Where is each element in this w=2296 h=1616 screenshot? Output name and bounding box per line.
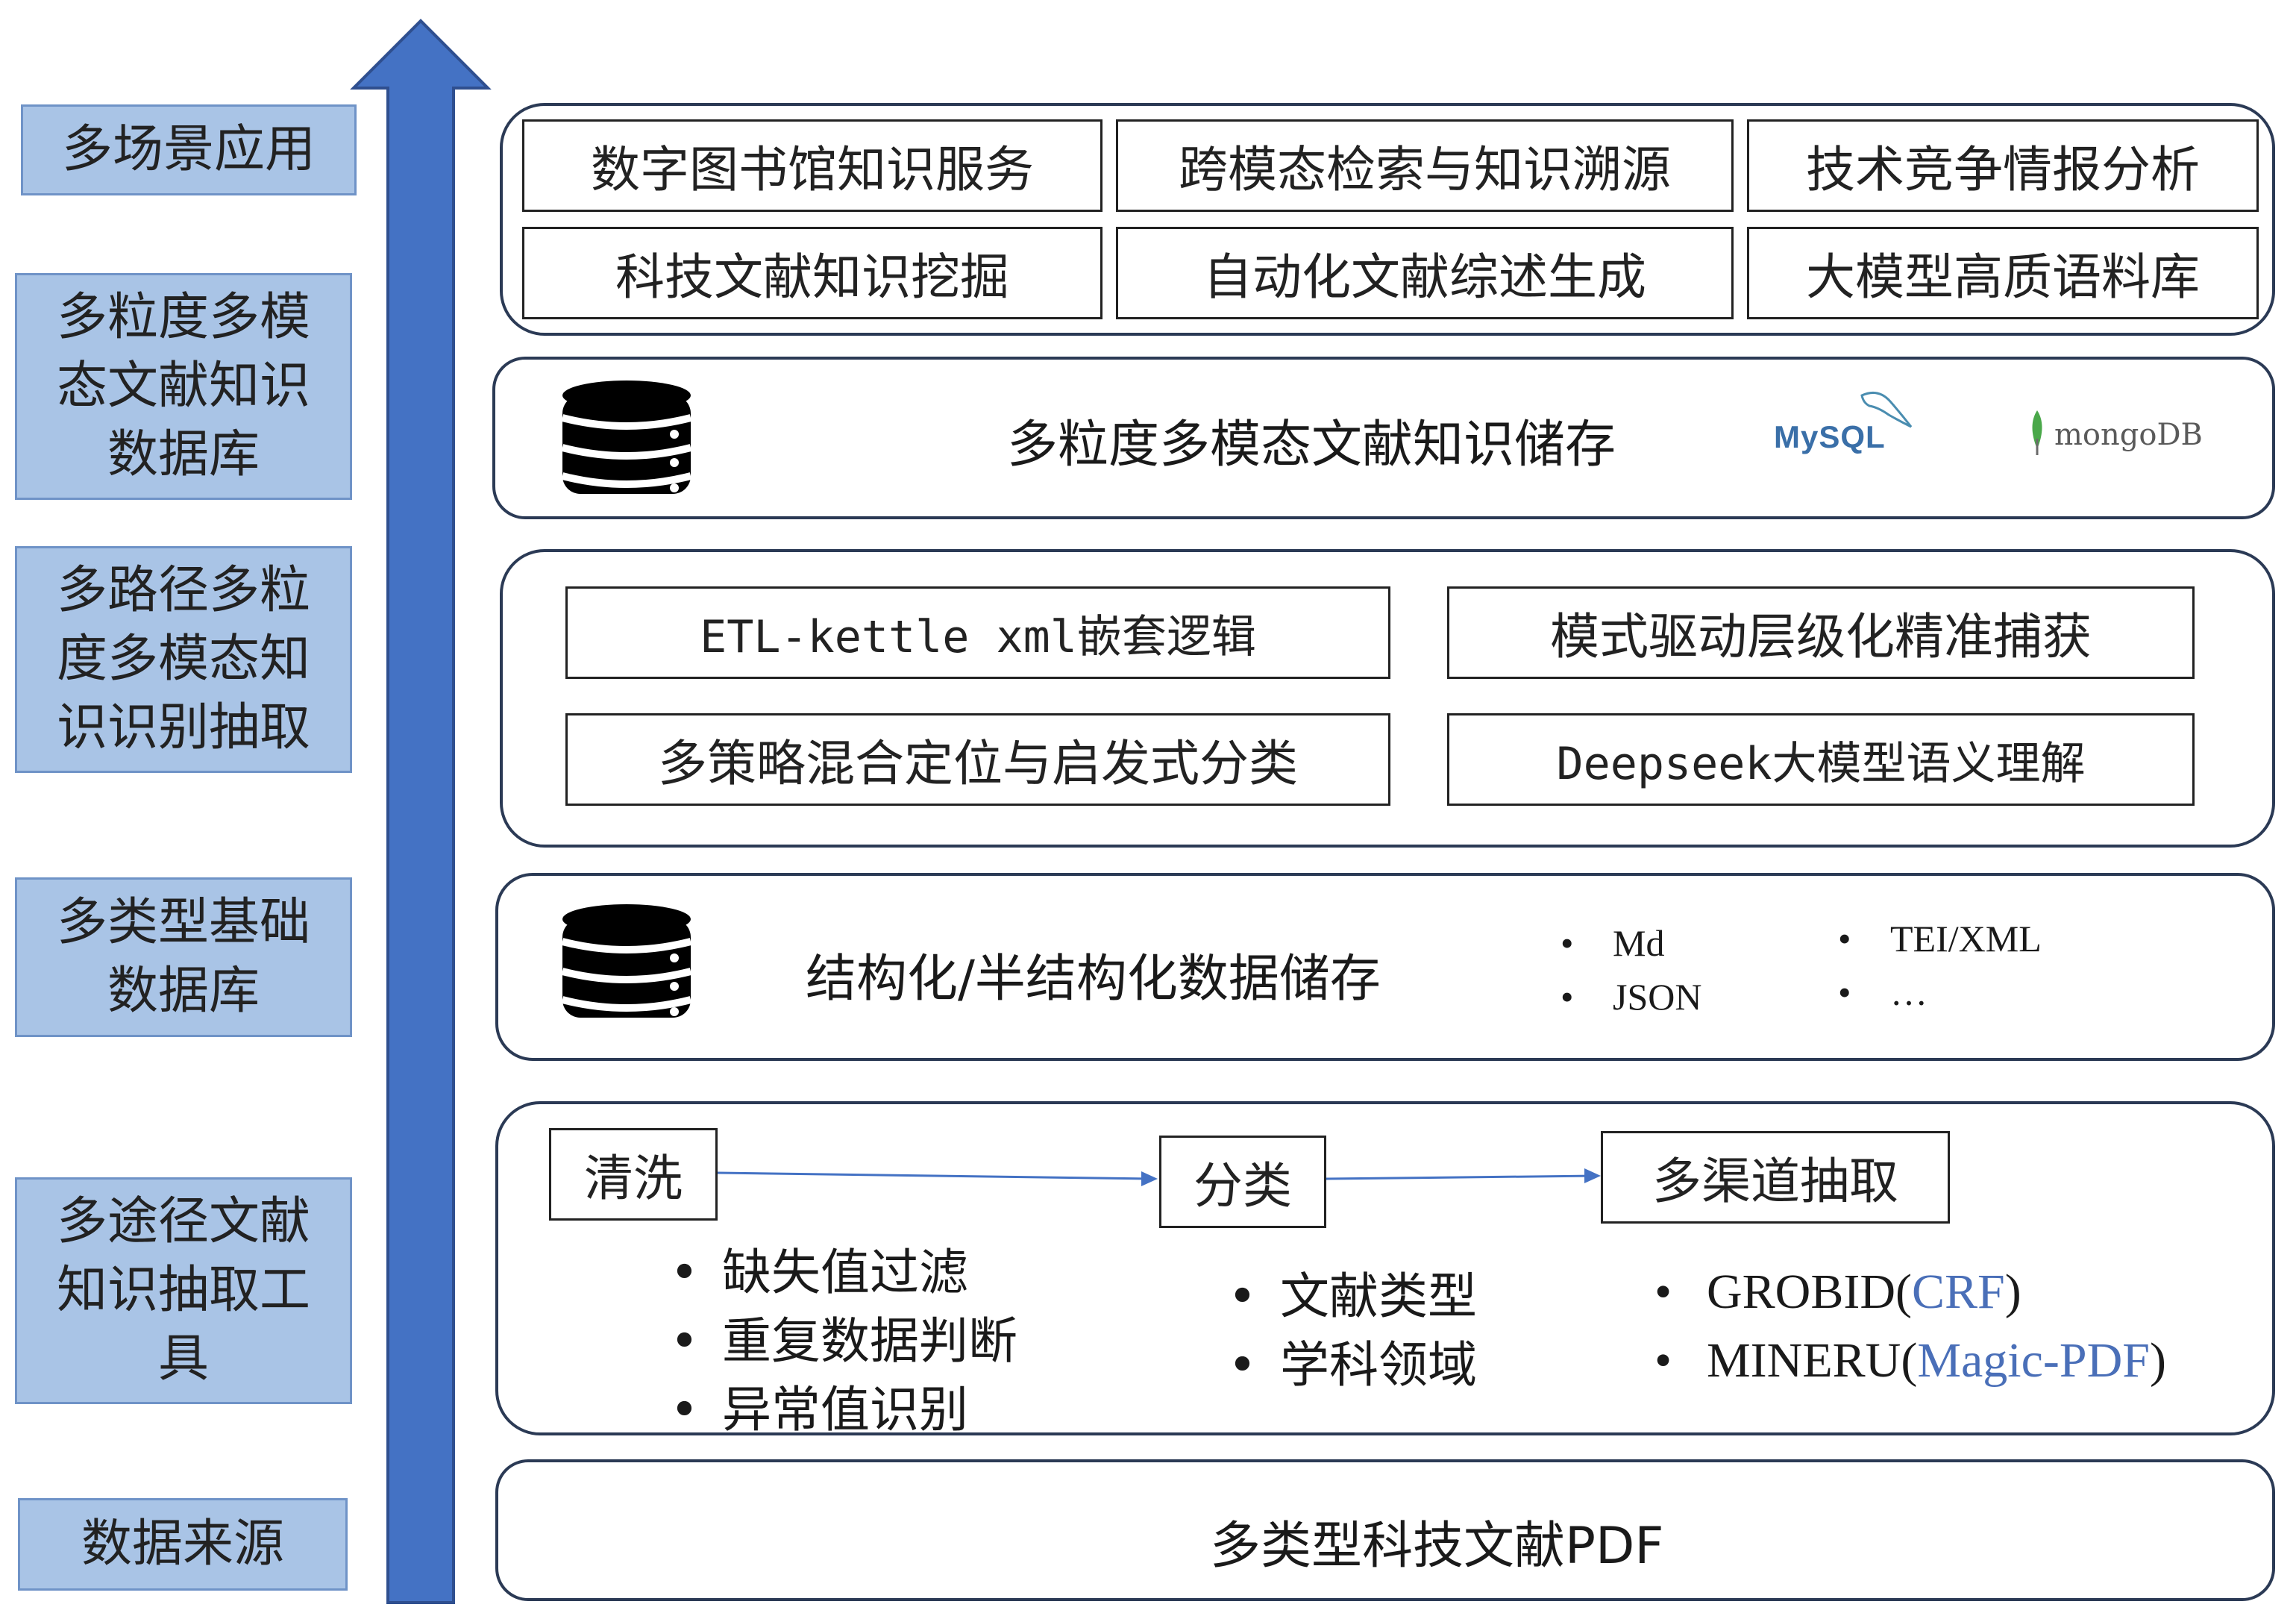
app-box-5: 自动化文献综述生成: [1116, 227, 1734, 319]
database-icon: [561, 904, 692, 1018]
step-label-extract: 多渠道抽取: [1652, 1153, 1898, 1210]
format-item: …: [1838, 965, 2042, 1019]
extract-tool-grobid: GROBID(CRF): [1654, 1258, 2166, 1327]
tool-close-paren: ): [2004, 1265, 2021, 1319]
method-label-pattern: 模式驱动层级化精准捕获: [1550, 608, 2092, 665]
layer-label-tools: 多途径文献 知识抽取工 具: [15, 1177, 352, 1404]
knowledge-storage-label: 多粒度多模态文献知识储存: [1007, 416, 1616, 475]
app-box-1: 数字图书馆知识服务: [522, 119, 1102, 212]
tool-name: GROBID: [1707, 1265, 1896, 1319]
dolphin-icon: [1860, 391, 1913, 428]
structured-storage-label: 结构化/半结构化数据储存: [806, 950, 1381, 1009]
clean-items-list: 缺失值过滤 重复数据判断 异常值识别: [670, 1238, 1017, 1444]
database-icon: [561, 380, 692, 494]
step-label-clean: 清洗: [584, 1150, 683, 1207]
method-box-heuristic: 多策略混合定位与启发式分类: [565, 713, 1390, 806]
classify-item: 学科领域: [1228, 1331, 1477, 1400]
step-box-clean: 清洗: [549, 1128, 718, 1221]
app-label-4: 科技文献知识挖掘: [615, 248, 1009, 306]
extract-tool-mineru: MINERU(Magic-PDF): [1654, 1327, 2166, 1395]
method-box-etl: ETL-kettle xml嵌套逻辑: [565, 586, 1390, 679]
data-source-label: 多类型科技文献PDF: [1210, 1517, 1664, 1576]
extract-tools-list: GROBID(CRF) MINERU(Magic-PDF): [1654, 1258, 2166, 1395]
layer-label-base-db: 多类型基础 数据库: [15, 877, 352, 1037]
layer-label-scenarios-text: 多场景应用: [61, 120, 316, 179]
layer-label-extraction-text: 多路径多粒 度多模态知 识识别抽取: [56, 561, 310, 757]
app-label-3: 技术竞争情报分析: [1806, 141, 2200, 198]
method-label-deepseek: Deepseek大模型语义理解: [1556, 737, 2086, 790]
clean-item: 重复数据判断: [670, 1307, 1017, 1376]
tool-model: CRF: [1912, 1265, 2005, 1319]
mysql-logo: MySQL: [1774, 388, 1923, 466]
app-box-3: 技术竞争情报分析: [1747, 119, 2259, 212]
app-label-1: 数字图书馆知识服务: [591, 141, 1034, 198]
tool-name: MINERU: [1707, 1333, 1901, 1388]
format-item: TEI/XML: [1838, 912, 2042, 965]
layer-label-tools-text: 多途径文献 知识抽取工 具: [56, 1192, 310, 1388]
format-item: JSON: [1561, 970, 1702, 1024]
layer-label-source-text: 数据来源: [81, 1515, 284, 1573]
layer-label-knowledge-db-text: 多粒度多模 态文献知识 数据库: [56, 288, 310, 484]
classify-item: 文献类型: [1228, 1262, 1477, 1331]
layer-label-base-db-text: 多类型基础 数据库: [56, 893, 310, 1021]
data-source-panel: [495, 1459, 2275, 1601]
app-box-6: 大模型高质语料库: [1747, 227, 2259, 319]
app-box-4: 科技文献知识挖掘: [522, 227, 1102, 319]
mongodb-logo: mongoDB: [2027, 409, 2229, 461]
app-label-6: 大模型高质语料库: [1806, 248, 2200, 306]
classify-items-list: 文献类型 学科领域: [1228, 1262, 1477, 1400]
layer-label-scenarios: 多场景应用: [21, 104, 357, 195]
format-list-left: Md JSON: [1561, 916, 1702, 1024]
method-label-heuristic: 多策略混合定位与启发式分类: [658, 735, 1298, 792]
format-list-right: TEI/XML …: [1838, 912, 2042, 1019]
mongodb-logo-text: mongoDB: [2054, 418, 2203, 452]
clean-item: 缺失值过滤: [670, 1238, 1017, 1307]
step-label-classify: 分类: [1194, 1157, 1292, 1215]
layer-label-source: 数据来源: [18, 1498, 348, 1591]
structured-storage-panel: [495, 873, 2275, 1061]
method-box-deepseek: Deepseek大模型语义理解: [1447, 713, 2195, 806]
step-box-classify: 分类: [1159, 1136, 1326, 1228]
method-label-etl: ETL-kettle xml嵌套逻辑: [700, 610, 1256, 663]
layer-label-extraction: 多路径多粒 度多模态知 识识别抽取: [15, 546, 352, 773]
method-box-pattern: 模式驱动层级化精准捕获: [1447, 586, 2195, 679]
knowledge-storage-panel: [492, 357, 2275, 519]
app-box-2: 跨模态检索与知识溯源: [1116, 119, 1734, 212]
tool-open-paren: (: [1895, 1265, 1912, 1319]
tool-close-paren: ): [2149, 1333, 2166, 1388]
tool-open-paren: (: [1901, 1333, 1918, 1388]
layer-label-knowledge-db: 多粒度多模 态文献知识 数据库: [15, 273, 352, 500]
tool-model: Magic-PDF: [1917, 1333, 2150, 1388]
mysql-logo-text: MySQL: [1774, 419, 1886, 454]
step-box-extract: 多渠道抽取: [1601, 1131, 1950, 1224]
leaf-icon: [2032, 410, 2042, 455]
app-label-5: 自动化文献综述生成: [1203, 248, 1646, 306]
app-label-2: 跨模态检索与知识溯源: [1179, 141, 1671, 198]
format-item: Md: [1561, 916, 1701, 970]
clean-item: 异常值识别: [670, 1376, 1017, 1444]
